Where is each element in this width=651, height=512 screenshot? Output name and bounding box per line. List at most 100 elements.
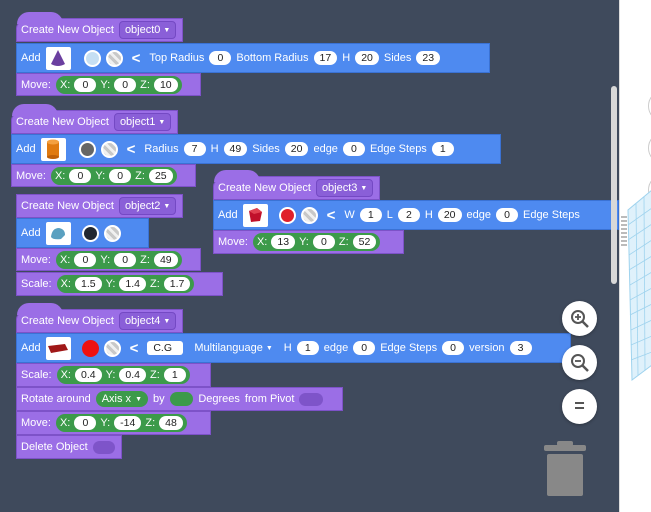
collapse-arrow-icon[interactable]: <: [129, 339, 139, 357]
variable-dropdown-object2[interactable]: object2▼: [118, 197, 177, 215]
top-radius-input[interactable]: 0: [209, 51, 232, 65]
bottom-radius-input[interactable]: 17: [313, 51, 338, 65]
delete-slot[interactable]: [92, 440, 115, 454]
color-swatch[interactable]: [78, 140, 96, 158]
scale-object4-block[interactable]: Scale: X:0.4 Y:0.4 Z:1: [16, 363, 211, 387]
move-label: Move:: [16, 169, 46, 182]
move-z-input[interactable]: 49: [153, 252, 178, 267]
pivot-slot[interactable]: [299, 392, 324, 406]
move-z-input[interactable]: 48: [159, 416, 183, 430]
version-input[interactable]: 3: [509, 341, 532, 355]
texture-swatch[interactable]: [103, 224, 121, 242]
axis-dropdown[interactable]: Axis x▼: [95, 391, 148, 407]
move-y-input[interactable]: 0: [312, 235, 335, 249]
height-input[interactable]: 20: [437, 208, 462, 222]
move-object0-block[interactable]: Move: X:0 Y:0 Z:10: [16, 73, 201, 96]
sides-input[interactable]: 20: [284, 142, 309, 156]
cone-shape-thumbnail[interactable]: [45, 46, 71, 70]
panel-resize-handle[interactable]: [621, 216, 627, 246]
create-object3-block[interactable]: Create New Object object3▼: [213, 170, 380, 200]
collapse-arrow-icon[interactable]: <: [126, 140, 136, 158]
height-input[interactable]: 49: [223, 142, 248, 156]
scale-object2-block[interactable]: Scale: X:1.5 Y:1.4 Z:1.7: [16, 272, 223, 296]
move-object4-block[interactable]: Move: X:0 Y:-14 Z:48: [16, 411, 211, 435]
reset-zoom-button[interactable]: =: [562, 389, 597, 424]
edge-input[interactable]: 0: [342, 142, 365, 156]
3d-viewport[interactable]: [619, 0, 651, 512]
variable-dropdown-object0[interactable]: object0▼: [118, 21, 177, 39]
color-swatch[interactable]: [83, 49, 101, 67]
delete-object-block[interactable]: Delete Object: [16, 435, 122, 459]
move-x-input[interactable]: 0: [69, 168, 92, 183]
scale-z-input[interactable]: 1: [163, 368, 186, 382]
vector-input: X:0 Y:0 Z:49: [55, 250, 182, 269]
edge-input[interactable]: 0: [353, 341, 376, 355]
scale-y-input[interactable]: 0.4: [119, 368, 146, 382]
texture-swatch[interactable]: [300, 206, 318, 224]
color-swatch[interactable]: [81, 339, 99, 357]
texture-swatch[interactable]: [100, 140, 118, 158]
rotate-object4-block[interactable]: Rotate around Axis x▼ by 90 Degrees from…: [16, 387, 343, 411]
radius-input[interactable]: 7: [183, 142, 206, 156]
move-x-input[interactable]: 0: [74, 252, 97, 267]
texture-swatch[interactable]: [105, 49, 123, 67]
param-label: edge: [466, 209, 491, 221]
vector-input: X:0 Y:0 Z:10: [55, 75, 182, 94]
edge-input[interactable]: 0: [495, 208, 518, 222]
rounded-shape-thumbnail[interactable]: [45, 221, 71, 245]
create-object2-block[interactable]: Create New Object object2▼: [16, 194, 183, 218]
move-x-input[interactable]: 0: [74, 77, 97, 92]
box-shape-thumbnail[interactable]: [242, 203, 268, 227]
add-box-block[interactable]: Add < W 1 L 2 H 20 edge 0 Edge Steps: [213, 200, 619, 230]
add-custom-shape-block[interactable]: Add: [16, 218, 149, 248]
move-object2-block[interactable]: Move: X:0 Y:0 Z:49: [16, 248, 201, 271]
length-input[interactable]: 2: [397, 208, 420, 222]
move-z-input[interactable]: 10: [153, 77, 178, 92]
text-input[interactable]: C.G: [147, 341, 184, 355]
workspace-scrollbar[interactable]: [611, 86, 617, 284]
zoom-in-button[interactable]: [562, 301, 597, 336]
variable-dropdown-object3[interactable]: object3▼: [315, 179, 374, 197]
create-object1-block[interactable]: Create New Object object1▼: [11, 104, 178, 134]
font-dropdown[interactable]: Multilanguage▼: [188, 339, 279, 357]
move-x-input[interactable]: 0: [74, 416, 97, 430]
color-swatch[interactable]: [278, 206, 296, 224]
move-y-input[interactable]: 0: [109, 168, 132, 183]
create-object0-block[interactable]: Create New Object object0▼: [16, 12, 183, 42]
zoom-out-button[interactable]: [562, 345, 597, 380]
move-y-input[interactable]: 0: [114, 77, 137, 92]
move-y-input[interactable]: -14: [114, 416, 142, 430]
degrees-input[interactable]: 90: [169, 392, 194, 406]
move-z-input[interactable]: 52: [352, 235, 377, 249]
scale-z-input[interactable]: 1.7: [163, 277, 191, 291]
add-cylinder-block[interactable]: Add < Radius 7 H 49 Sides 20 edge 0 Edge…: [11, 134, 501, 164]
add-cone-block[interactable]: Add < Top Radius 0 Bottom Radius 17 H 20…: [16, 43, 490, 73]
variable-dropdown-object1[interactable]: object1▼: [113, 113, 172, 131]
add-label: Add: [16, 143, 36, 155]
move-x-input[interactable]: 13: [271, 235, 296, 249]
collapse-arrow-icon[interactable]: <: [326, 206, 336, 224]
scale-y-input[interactable]: 1.4: [119, 277, 146, 291]
width-input[interactable]: 1: [359, 208, 382, 222]
height-input[interactable]: 20: [355, 51, 379, 65]
variable-dropdown-object4[interactable]: object4▼: [118, 312, 177, 330]
edge-steps-input[interactable]: 0: [442, 341, 465, 355]
text-shape-thumbnail[interactable]: [45, 336, 71, 360]
scale-x-input[interactable]: 1.5: [74, 277, 102, 291]
sides-input[interactable]: 23: [416, 51, 441, 65]
move-y-input[interactable]: 0: [114, 252, 137, 267]
move-z-input[interactable]: 25: [148, 168, 173, 183]
scale-x-input[interactable]: 0.4: [74, 368, 102, 382]
cylinder-shape-thumbnail[interactable]: [40, 137, 66, 161]
height-input[interactable]: 1: [296, 341, 319, 355]
trash-can[interactable]: [543, 440, 587, 498]
collapse-arrow-icon[interactable]: <: [131, 49, 141, 67]
move-object1-block[interactable]: Move: X:0 Y:0 Z:25: [11, 164, 196, 187]
move-object3-block[interactable]: Move: X:13 Y:0 Z:52: [213, 230, 404, 254]
edge-steps-input[interactable]: 1: [431, 142, 454, 156]
hat-bump: [214, 170, 260, 182]
color-swatch[interactable]: [81, 224, 99, 242]
add-text-block[interactable]: Add < C.G Multilanguage▼ H 1 edge 0 Edge…: [16, 333, 571, 363]
texture-swatch[interactable]: [103, 339, 121, 357]
create-object4-block[interactable]: Create New Object object4▼: [16, 303, 183, 333]
